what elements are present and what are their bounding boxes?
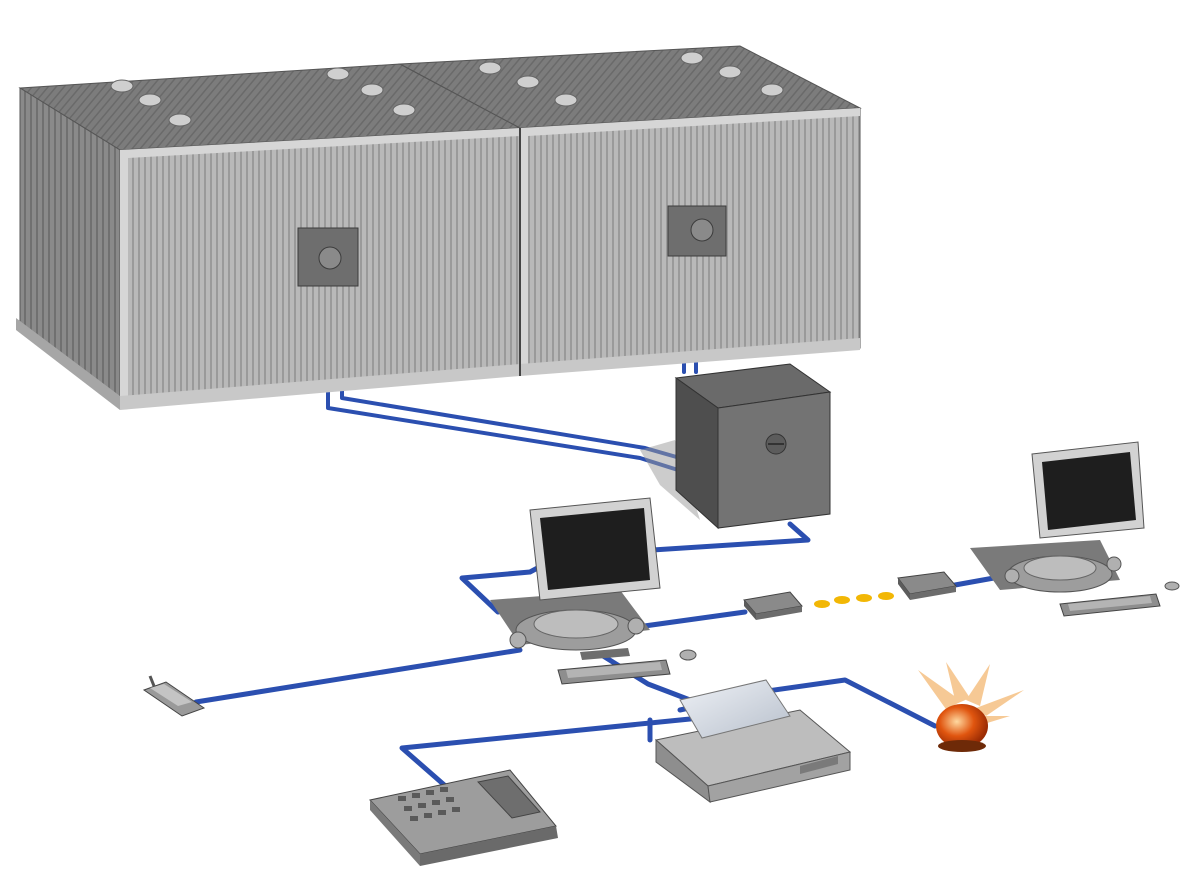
computer-monitor-icon bbox=[529, 497, 661, 601]
keyboard-icon bbox=[1059, 593, 1161, 617]
vent-icon bbox=[478, 51, 784, 107]
alarm-light-icon bbox=[918, 662, 1024, 752]
mouse-icon bbox=[1164, 581, 1180, 591]
storage-cabinet-left bbox=[16, 63, 522, 410]
cable-workstation-to-handset bbox=[193, 647, 523, 705]
central-server bbox=[640, 363, 832, 530]
mouse-icon bbox=[679, 649, 697, 661]
storage-cabinet-right bbox=[398, 45, 862, 376]
printer-icon bbox=[654, 679, 852, 804]
vent-icon bbox=[110, 67, 416, 127]
cable-workstation-to-transmitter bbox=[627, 609, 748, 631]
junction-box-icon bbox=[667, 205, 727, 257]
wireless-dots-icon bbox=[814, 592, 894, 608]
mobile-phone-icon bbox=[142, 675, 206, 717]
keyboard-icon bbox=[557, 659, 671, 685]
transmitter-local bbox=[743, 591, 803, 620]
workstation-main bbox=[490, 497, 697, 685]
transmitter-remote bbox=[897, 571, 957, 600]
cable-workstation-to-printer bbox=[597, 651, 693, 703]
server-badge-icon bbox=[765, 433, 787, 455]
computer-monitor-icon bbox=[1031, 441, 1145, 539]
workstation-remote bbox=[970, 441, 1180, 617]
cable-printer-to-desk-phone bbox=[399, 715, 703, 793]
junction-box-icon bbox=[297, 227, 359, 287]
desk-phone-icon bbox=[369, 769, 558, 866]
